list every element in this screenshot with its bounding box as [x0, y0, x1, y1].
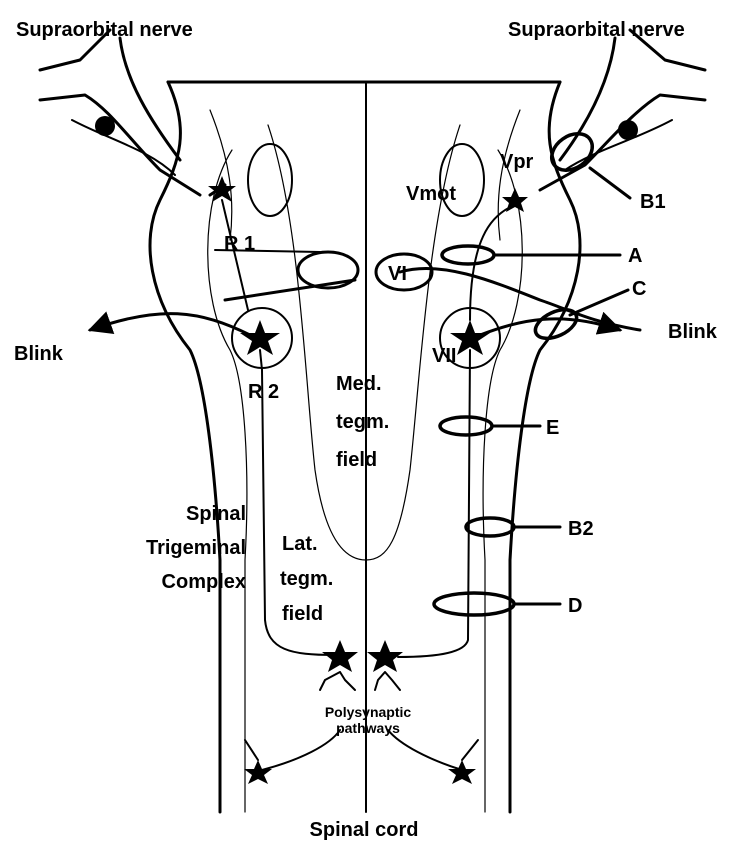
polysynaptic-label-1: Polysynaptic: [325, 704, 412, 720]
right-vpr-neuron-icon: [502, 188, 528, 212]
blink-right-label: Blink: [668, 321, 718, 343]
polysynaptic-label-2: pathways: [336, 720, 400, 736]
r2-label: R 2: [248, 381, 279, 403]
med-tegm-label-3: field: [336, 449, 377, 471]
left-supraorbital-nerve: [40, 30, 200, 195]
left-motor-neuron-icon: [244, 760, 272, 784]
blink-left-label: Blink: [14, 343, 64, 365]
vmot-label: Vmot: [406, 183, 456, 205]
c-label: C: [632, 278, 646, 300]
a-label: A: [628, 245, 642, 267]
lat-tegm-label-3: field: [282, 603, 323, 625]
b2-label: B2: [568, 518, 594, 540]
stc-label-1: Spinal: [186, 503, 246, 525]
lat-tegm-label-1: Lat.: [282, 533, 318, 555]
left-vi-nucleus: [298, 252, 358, 288]
supraorbital-left-label: Supraorbital nerve: [16, 19, 193, 41]
med-tegm-label-1: Med.: [336, 373, 382, 395]
e-label: E: [546, 417, 559, 439]
vpr-label: Vpr: [500, 151, 534, 173]
left-lat-tegm-neuron-icon: [322, 640, 358, 672]
spinal-cord-label: Spinal cord: [310, 819, 419, 841]
supraorbital-right-label: Supraorbital nerve: [508, 19, 685, 41]
vii-label: VII: [432, 345, 456, 367]
ring-e: [440, 417, 492, 435]
left-vmot-nucleus: [248, 144, 292, 216]
med-tegm-label-2: tegm.: [336, 411, 389, 433]
lat-tegm-label-2: tegm.: [280, 568, 333, 590]
r1-label: R 1: [224, 233, 255, 255]
right-reflex-pathways: [398, 188, 640, 657]
vi-label: VI: [388, 263, 407, 285]
stc-label-3: Complex: [162, 571, 246, 593]
ring-c: [531, 304, 581, 344]
ring-b2: [466, 518, 514, 536]
right-vmot-nucleus: [440, 144, 484, 216]
right-supraorbital-nerve: [540, 30, 705, 190]
b1-label: B1: [640, 191, 666, 213]
ring-a: [442, 246, 494, 264]
right-lat-tegm-neuron-icon: [367, 640, 403, 672]
d-label: D: [568, 595, 582, 617]
right-motor-neuron-icon: [448, 760, 476, 784]
stc-label-2: Trigeminal: [146, 537, 246, 559]
ring-d: [434, 593, 514, 615]
